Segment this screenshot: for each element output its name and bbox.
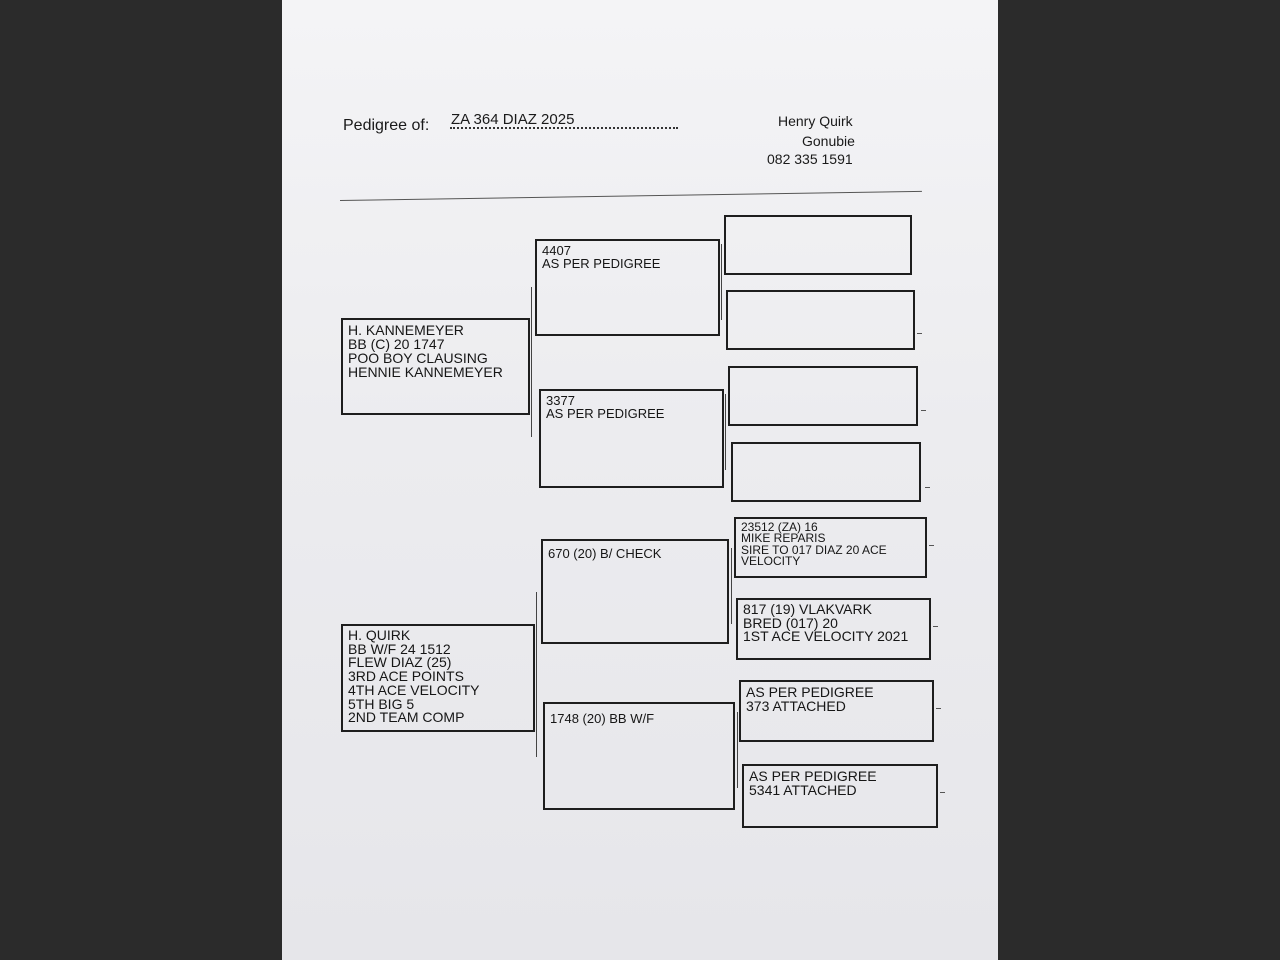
dam-line: FLEW DIAZ (25)	[348, 654, 452, 671]
ggp-box-3	[728, 366, 918, 426]
owner-place: Gonubie	[802, 133, 855, 149]
gp-line: 4407	[542, 243, 571, 258]
gp-line: 3377	[546, 393, 575, 408]
owner-phone: 082 335 1591	[767, 151, 853, 167]
ggp-box-7: AS PER PEDIGREE 373 ATTACHED	[739, 680, 934, 742]
gp-line: AS PER PEDIGREE	[542, 256, 661, 271]
ggp-line: 5341 ATTACHED	[749, 782, 857, 798]
granddam-dam-box: 1748 (20) BB W/F	[543, 702, 735, 810]
ggp-box-1	[724, 215, 912, 275]
ggp-line: SIRE TO 017 DIAZ 20 ACE	[741, 542, 887, 557]
pedigree-label: Pedigree of:	[343, 117, 430, 134]
dam-box: H. QUIRK BB W/F 24 1512 FLEW DIAZ (25) 3…	[341, 624, 535, 732]
gp-line: 1748 (20) BB W/F	[550, 711, 655, 726]
dam-line: 2ND TEAM COMP	[348, 709, 465, 726]
grandsire-sire-box: 4407 AS PER PEDIGREE	[535, 239, 720, 336]
edge-tick	[925, 487, 930, 488]
edge-tick	[936, 708, 941, 709]
dam-line: 4TH ACE VELOCITY	[348, 681, 480, 698]
owner-name: Henry Quirk	[778, 113, 853, 129]
ggp-box-8: AS PER PEDIGREE 5341 ATTACHED	[742, 764, 938, 828]
ggp-line: AS PER PEDIGREE	[746, 684, 874, 700]
ggp-line: 373 ATTACHED	[746, 698, 846, 714]
ggp-line: AS PER PEDIGREE	[749, 768, 877, 784]
dam-line: 5TH BIG 5	[348, 695, 415, 712]
ggp-line: MIKE REPARIS	[741, 531, 826, 546]
dotted-underline	[450, 127, 678, 129]
ds-connector	[731, 548, 732, 624]
sire-line: BB (C) 20 1747	[348, 336, 445, 352]
edge-tick	[933, 626, 938, 627]
gp-line: 670 (20) B/ CHECK	[548, 546, 662, 561]
ggp-line: 1ST ACE VELOCITY 2021	[743, 628, 909, 645]
edge-tick	[917, 333, 922, 334]
ggp-line: 817 (19) VLAKVARK	[743, 601, 872, 617]
ggp-box-4	[731, 442, 921, 502]
pedigree-value: ZA 364 DIAZ 2025	[451, 111, 575, 128]
sire-line: HENNIE KANNEMEYER	[348, 364, 503, 380]
sire-connector	[531, 287, 532, 437]
dam-line: H. QUIRK	[348, 627, 411, 643]
ss-connector	[721, 244, 722, 320]
edge-tick	[929, 545, 934, 546]
dam-line: 3RD ACE POINTS	[348, 668, 464, 685]
paper-sheet	[282, 0, 998, 960]
sd-connector	[725, 394, 726, 470]
gp-line: AS PER PEDIGREE	[546, 406, 665, 421]
edge-tick	[940, 792, 945, 793]
sire-line: POO BOY CLAUSING	[348, 350, 488, 366]
edge-tick	[921, 410, 926, 411]
ggp-line: 23512 (ZA) 16	[741, 520, 818, 534]
sire-box: H. KANNEMEYER BB (C) 20 1747 POO BOY CLA…	[341, 318, 530, 415]
granddam-sire-box: 3377 AS PER PEDIGREE	[539, 389, 724, 488]
ggp-line: VELOCITY	[741, 554, 801, 569]
ggp-box-6: 817 (19) VLAKVARK BRED (017) 20 1ST ACE …	[736, 598, 931, 660]
ggp-line: BRED (017) 20	[743, 614, 838, 631]
ggp-box-2	[726, 290, 915, 350]
ggp-box-5: 23512 (ZA) 16 MIKE REPARIS SIRE TO 017 D…	[734, 517, 927, 578]
dam-line: BB W/F 24 1512	[348, 640, 451, 657]
sire-line: H. KANNEMEYER	[348, 322, 464, 338]
dd-connector	[737, 712, 738, 788]
grandsire-dam-box: 670 (20) B/ CHECK	[541, 539, 729, 644]
dam-connector	[536, 592, 537, 757]
